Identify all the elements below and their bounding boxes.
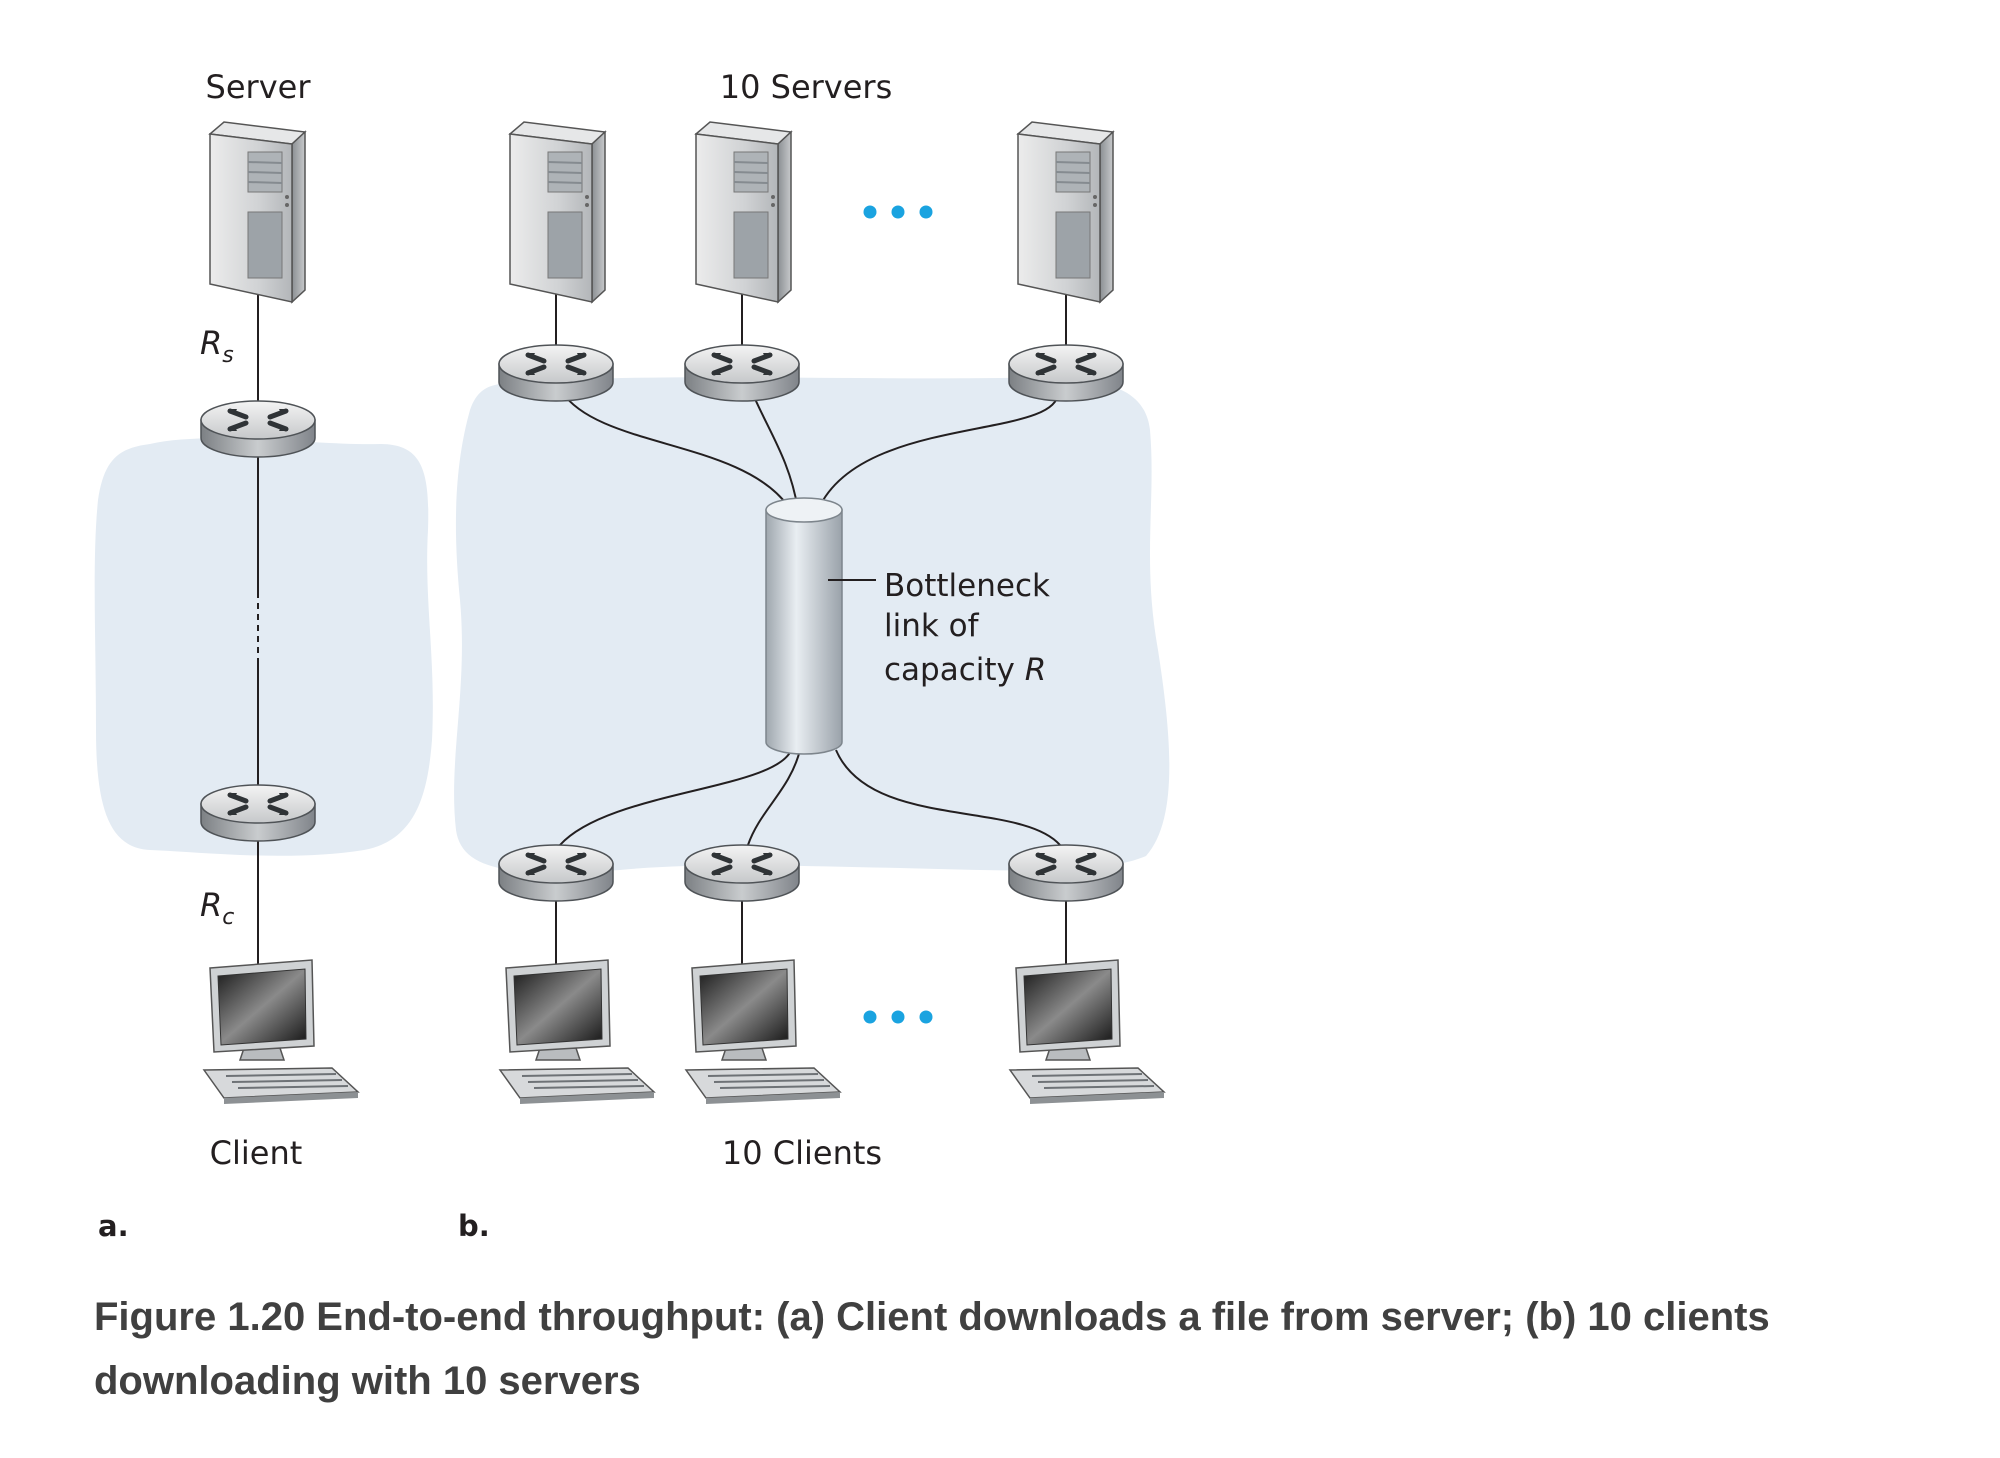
curve-top-right bbox=[817, 391, 1060, 511]
router-icon-bottom-1 bbox=[499, 845, 613, 901]
curve-bottom-mid bbox=[747, 749, 801, 846]
servers-label: 10 Servers bbox=[720, 68, 893, 106]
network-cloud-a bbox=[94, 438, 433, 856]
bottleneck-label-line1: Bottleneck bbox=[884, 568, 1050, 604]
router-icon-top-2 bbox=[685, 345, 799, 401]
router-icon-top-3 bbox=[1009, 345, 1123, 401]
router-icon-server-side bbox=[201, 401, 315, 457]
client-icon bbox=[203, 959, 359, 1105]
ellipsis-clients-icon bbox=[863, 1010, 933, 1024]
panel-a-label: a. bbox=[98, 1209, 129, 1243]
bottleneck-link bbox=[765, 497, 843, 755]
client-icon-3 bbox=[1009, 959, 1165, 1105]
client-label: Client bbox=[210, 1134, 303, 1172]
bottleneck-label-line3: capacity R bbox=[884, 652, 1046, 688]
router-icon-top-1 bbox=[499, 345, 613, 401]
router-icon-client-side bbox=[201, 785, 315, 841]
rate-server-label: Rs bbox=[200, 324, 234, 368]
client-icon-1 bbox=[499, 959, 655, 1105]
router-icon-bottom-2 bbox=[685, 845, 799, 901]
server-icon bbox=[209, 121, 306, 303]
server-label: Server bbox=[206, 68, 312, 106]
router-icon-bottom-3 bbox=[1009, 845, 1123, 901]
server-icon-3 bbox=[1017, 121, 1114, 303]
bottleneck-label-line2: link of bbox=[884, 608, 980, 644]
server-icon-1 bbox=[509, 121, 606, 303]
curve-bottom-right bbox=[835, 749, 1061, 846]
panel-b-label: b. bbox=[458, 1209, 490, 1243]
curve-top-left bbox=[561, 391, 789, 507]
figure-caption: Figure 1.20 End-to-end throughput: (a) C… bbox=[94, 1295, 1770, 1403]
server-icon-2 bbox=[695, 121, 792, 303]
ellipsis-servers-icon bbox=[863, 205, 933, 219]
curve-top-mid bbox=[751, 391, 799, 511]
clients-label: 10 Clients bbox=[722, 1134, 882, 1172]
client-icon-2 bbox=[685, 959, 841, 1105]
rate-client-label: Rc bbox=[200, 886, 234, 930]
curve-bottom-left bbox=[559, 747, 793, 846]
